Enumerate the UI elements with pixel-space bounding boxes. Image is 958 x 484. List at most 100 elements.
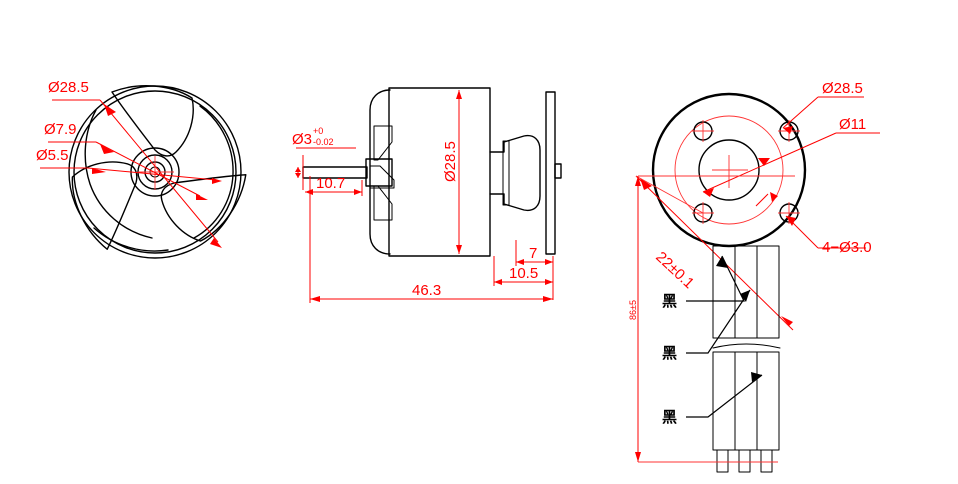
impeller-inner-rim	[73, 90, 237, 254]
leader-d2-arrow-a	[100, 144, 114, 154]
leader-rear-d28-5	[782, 96, 864, 134]
leader-r2-arrow-a	[758, 158, 770, 166]
wire-leader-3-arrow	[751, 372, 762, 382]
dim-22-arrow-a	[640, 178, 652, 190]
dim-22-ext-a	[635, 175, 704, 214]
dim-10-7-arrow-l	[305, 189, 313, 195]
bolt-circle	[674, 115, 784, 225]
leader-r3-arrow	[786, 216, 796, 226]
dim-overall-length	[309, 176, 553, 303]
front-impeller-view: Ø28.5 Ø7.9 Ø5.5	[36, 79, 247, 259]
dim-46-3-arrow-l	[310, 296, 320, 302]
wire-leader-1	[686, 255, 745, 302]
motor-rear-hub	[489, 134, 541, 212]
dim-side-10-5: 10.5	[509, 265, 538, 282]
wire-leader-2-arrow	[740, 290, 750, 302]
leader-r1-arrow	[783, 126, 793, 134]
motor-bell-nose	[369, 89, 391, 255]
wire-label-1: 黑	[662, 292, 677, 310]
side-section-view: Ø3 +0 -0.02 10.7 Ø28.5	[292, 87, 562, 303]
dim-front-d5-5: Ø5.5	[36, 147, 69, 164]
dim-10-7-arrow-r	[354, 189, 362, 195]
dim-rear-22: 22±0.1	[652, 248, 697, 292]
dim-shaft-diameter	[295, 147, 356, 190]
leader-r2-line	[702, 132, 837, 193]
shaft-dim-arrow-top	[295, 167, 301, 172]
leader-d1-line	[99, 99, 219, 243]
leader-r3-sub	[755, 193, 769, 207]
mounting-holes	[692, 120, 800, 224]
wire-label-2: 黑	[662, 344, 677, 362]
leader-d2-line	[95, 141, 201, 197]
leader-d3-arrow-a	[92, 168, 106, 174]
rear-hub-step	[502, 140, 510, 206]
dim-7-arrow-l	[516, 259, 524, 265]
wire-leader-1-arrow	[716, 256, 728, 268]
dim-side-d3-upper-tol: +0	[313, 126, 323, 136]
leader-d3-arrow-b	[212, 178, 222, 184]
dim-28-5-arrow-top	[456, 90, 462, 99]
mounting-flange	[545, 91, 556, 255]
dim-shaft-length	[305, 180, 363, 196]
rear-mounting-view: 22±0.1 Ø28.5 Ø11	[628, 80, 880, 473]
shaft-dim-arrow-bot	[295, 173, 301, 178]
dim-flange-offset	[515, 240, 553, 266]
vent-slot-1	[373, 125, 393, 161]
leader-r3-sub-arrow	[770, 192, 778, 202]
dim-side-d3: Ø3	[292, 131, 312, 148]
wire-leader-2	[686, 289, 751, 354]
dim-10-5-arrow-r	[545, 279, 553, 285]
dim-rear-d11: Ø11	[839, 116, 866, 133]
dim-28-5-arrow-bot	[456, 245, 462, 254]
dim-22-arrow-b	[781, 316, 793, 326]
dim-rear-4x-d3: 4−Ø3.0	[822, 239, 872, 256]
dim-side-46-3: 46.3	[412, 282, 441, 299]
wire-break-symbol	[712, 343, 781, 349]
impeller-channels	[84, 105, 234, 252]
dim-bolt-spacing	[635, 175, 794, 331]
impeller-channel-2	[193, 105, 234, 239]
impeller-channel-1	[84, 109, 153, 239]
motor-bell-body	[388, 87, 491, 257]
leader-d2-arrow-b	[196, 194, 208, 200]
impeller-channel-3	[93, 227, 169, 252]
mounting-hole-tl	[692, 120, 714, 142]
wire-harness	[712, 245, 781, 473]
leader-rear-d11	[702, 132, 880, 197]
dim-wire-arrow-top	[635, 176, 641, 186]
front-dimension-leaders	[40, 99, 222, 248]
dim-body-diameter	[456, 90, 462, 254]
dim-wire-arrow-bot	[635, 452, 641, 462]
wire-bundle-upper	[712, 245, 780, 339]
bell-vent-slots	[369, 125, 395, 221]
leader-rear-4xd3	[755, 192, 866, 249]
impeller-blade-1	[111, 85, 194, 157]
wire-leader-3	[686, 374, 763, 418]
dim-wire-length	[635, 175, 795, 463]
leader-r2-arrow-b	[703, 188, 714, 197]
wire-leaders	[686, 255, 763, 418]
leader-r1-line	[782, 96, 819, 129]
rear-center-bore	[698, 139, 760, 201]
connector-pin-3	[760, 449, 773, 473]
leader-d1-arrow-a	[104, 104, 116, 116]
leader-d3-line	[87, 167, 217, 181]
flange-tab	[554, 163, 562, 179]
dim-side-7: 7	[529, 245, 537, 262]
dim-front-d28-5: Ø28.5	[48, 79, 89, 96]
dim-rear-d28-5: Ø28.5	[822, 80, 863, 97]
dim-rear-wire-length: 86±5	[628, 300, 638, 320]
dim-rear-length	[493, 256, 554, 300]
leader-d1-arrow-b	[210, 238, 222, 248]
wire-bundle-lower	[712, 351, 780, 451]
vent-slot-3	[369, 165, 395, 189]
dim-7-arrow-r	[545, 259, 553, 265]
connector-pin-1	[716, 449, 729, 473]
dim-46-3-arrow-r	[543, 296, 553, 302]
dim-side-d3-lower-tol: -0.02	[313, 137, 334, 147]
dim-10-5-arrow-l	[494, 279, 502, 285]
dim-22-line	[635, 175, 794, 331]
dim-front-d7-9: Ø7.9	[44, 121, 77, 138]
